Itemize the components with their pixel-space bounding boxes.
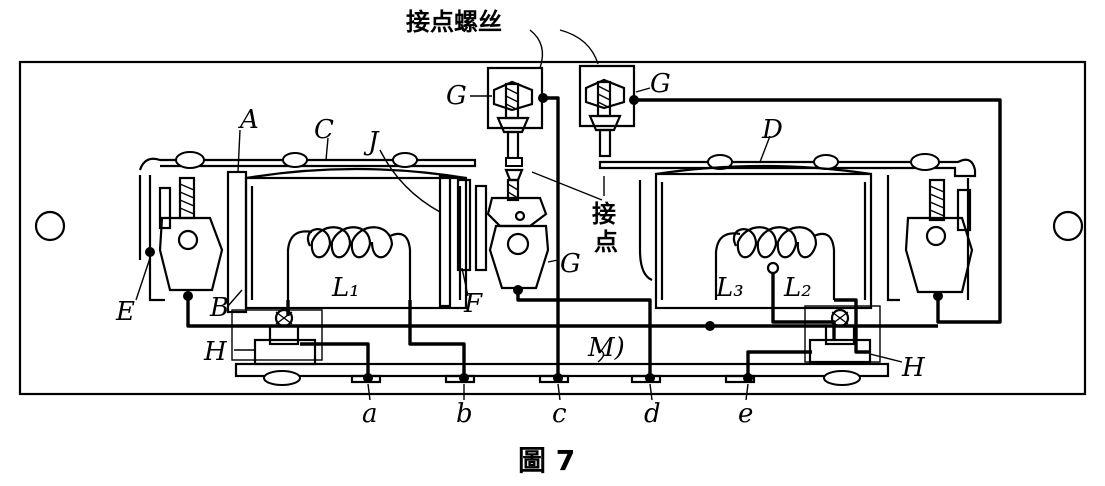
label-B: B	[209, 293, 229, 323]
label-C: C	[314, 115, 334, 145]
terminal-dot-b	[459, 373, 469, 383]
figure-caption: 圖 7	[518, 444, 575, 477]
terminal-label-d: d	[644, 399, 661, 429]
contact-label-line2: 点	[594, 228, 618, 256]
label-A: A	[238, 105, 259, 135]
label-D: D	[761, 115, 783, 145]
label-G-top-right: G	[650, 69, 671, 99]
terminal-dot-d	[645, 373, 655, 383]
leader-lines	[135, 29, 903, 401]
left-relay	[138, 151, 477, 366]
terminal-dot-a	[363, 373, 373, 383]
mounting-hole-right	[1052, 210, 1084, 242]
terminal-label-b: b	[456, 399, 473, 429]
base-board	[18, 60, 1087, 396]
label-L2: L₂	[783, 273, 812, 303]
label-L1: L₁	[331, 273, 360, 303]
label-H-left: H	[203, 337, 228, 367]
terminal-dot-c	[553, 373, 563, 383]
terminal-strip	[234, 362, 890, 386]
label-J: J	[363, 127, 380, 157]
label-G-mid: G	[560, 249, 581, 279]
wiring	[186, 96, 1002, 378]
label-H-right: H	[901, 353, 926, 383]
terminal-label-e: e	[738, 399, 753, 429]
right-relay	[598, 153, 977, 364]
contact-screws-label: 接点螺丝	[406, 8, 502, 36]
label-M: M)	[587, 333, 625, 363]
terminal-label-c: c	[552, 399, 567, 429]
terminal-label-a: a	[362, 399, 378, 429]
contact-label-line1: 接	[592, 200, 616, 228]
mounting-hole-left	[34, 210, 66, 242]
label-F: F	[463, 289, 483, 319]
label-L3: L₃	[715, 273, 744, 303]
label-G-top-left: G	[446, 81, 467, 111]
terminal-dot-e	[743, 373, 753, 383]
label-E: E	[115, 297, 135, 327]
